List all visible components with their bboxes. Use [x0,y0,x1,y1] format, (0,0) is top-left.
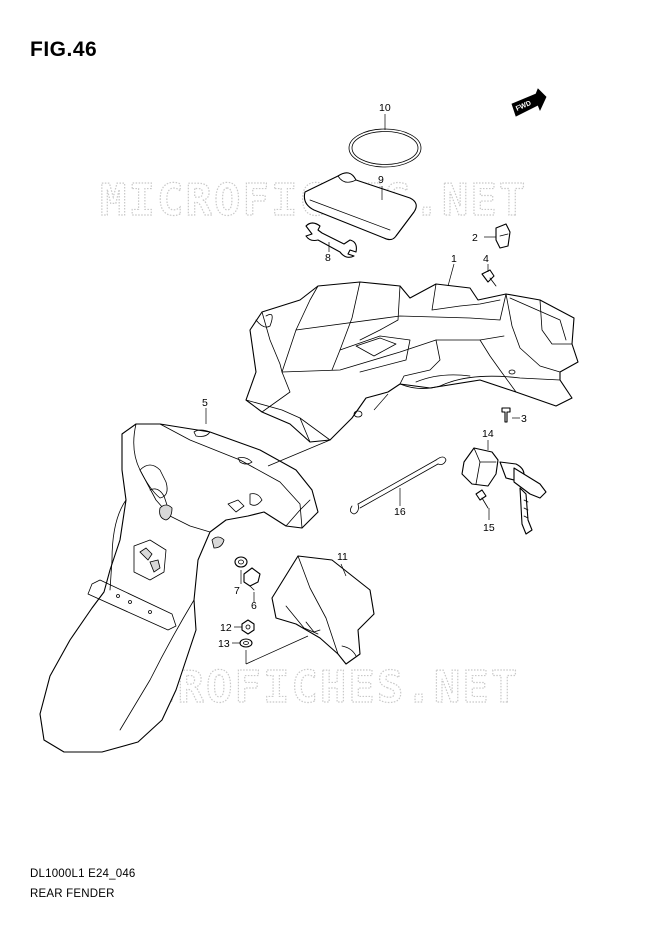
part-4-screw [481,269,497,287]
part-15-screw [475,489,489,509]
callout-8: 8 [325,252,331,264]
callout-1: 1 [451,253,457,265]
figure-name: REAR FENDER [30,888,115,900]
callout-2: 2 [472,232,478,244]
callout-5: 5 [202,397,208,409]
part-14-seat-lock [461,447,547,535]
part-2-clip [495,223,511,249]
part-8-wrench [305,222,357,258]
callout-15: 15 [483,522,495,534]
figure-code: DL1000L1 E24_046 [30,868,136,880]
part-6-bolt [243,567,261,591]
part-11-mudguard [271,555,375,665]
callout-14: 14 [482,428,494,440]
fwd-arrow-icon: FWD [511,88,547,117]
part-12-nut [241,619,255,635]
part-10-band [348,128,422,168]
callout-12: 12 [220,622,232,634]
callout-7: 7 [234,585,240,597]
part-9-tool-bag [303,172,417,241]
callout-9: 9 [378,174,384,186]
callout-4: 4 [483,253,489,265]
part-3-rivet [501,407,511,423]
leader-lines [205,114,520,665]
figure-title: FIG.46 [30,38,98,61]
part-16-cable [350,456,447,515]
part-1-undertray [245,281,579,443]
part-5-rear-fender [39,423,319,753]
callout-11: 11 [337,551,348,563]
callout-13: 13 [218,638,230,650]
part-7-washer [234,556,248,568]
callout-6: 6 [251,600,257,612]
callout-16: 16 [394,506,406,518]
part-13-washer [239,638,253,648]
callout-10: 10 [379,102,391,114]
callout-3: 3 [521,413,527,425]
